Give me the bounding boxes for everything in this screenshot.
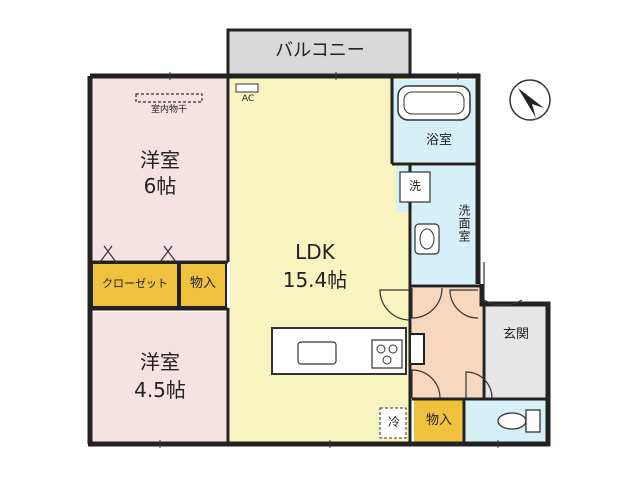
indoor-dry-label: 室内物干	[150, 105, 187, 115]
ac-label: AC	[241, 94, 255, 104]
ldk-area	[230, 78, 410, 442]
entrance-label: 玄関	[502, 327, 529, 342]
western-room-1-area	[90, 78, 228, 260]
storage-2-label: 物入	[425, 413, 452, 428]
ldk-size: 15.4帖	[282, 268, 348, 292]
kitchen-partition	[409, 333, 425, 365]
toilet-bowl	[497, 412, 527, 430]
bathtub	[397, 85, 471, 121]
western-room-1-size: 6帖	[143, 174, 177, 198]
window-marks	[159, 72, 499, 448]
washer-label: 洗	[408, 179, 421, 193]
western-room-2-area	[90, 312, 228, 442]
western-room-1-name: 洋室	[140, 148, 180, 172]
walls	[87, 73, 551, 447]
indoor-dry-rack	[135, 93, 203, 103]
north-compass-icon	[509, 79, 551, 121]
balcony-label: バルコニー	[275, 40, 365, 61]
closet-label: クローゼット	[102, 277, 168, 290]
washroom-label: 洗面室	[457, 204, 471, 243]
storage-2-area	[414, 400, 464, 442]
bathroom-label: 浴室	[425, 133, 452, 148]
washbasin	[414, 223, 440, 255]
storage-1-label: 物入	[189, 276, 216, 291]
ac-unit	[235, 83, 259, 93]
ldk-name: LDK	[295, 240, 335, 264]
washer-box	[399, 171, 431, 203]
door-swings	[99, 245, 523, 399]
stove	[371, 339, 403, 369]
fridge-box	[379, 407, 407, 439]
western-room-2-size: 4.5帖	[134, 378, 186, 402]
interior-walls	[90, 76, 548, 444]
entrance-area	[484, 306, 546, 398]
kitchen-sink	[297, 341, 337, 365]
western-room-2-name: 洋室	[140, 350, 180, 374]
fridge-label: 冷	[387, 415, 400, 429]
